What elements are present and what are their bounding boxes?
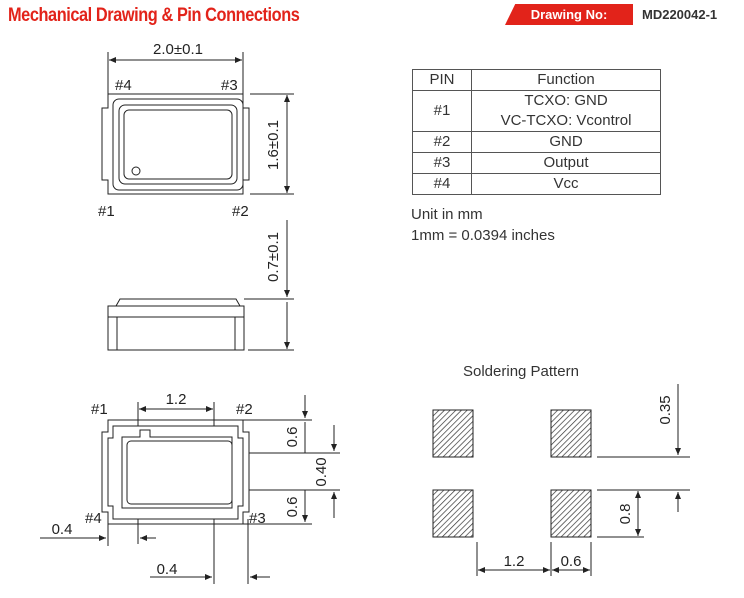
top-height-dim: 1.6±0.1 — [265, 120, 282, 170]
bottom-pin3-label: #3 — [249, 510, 266, 527]
bottom-edge-left-dim: 0.4 — [52, 521, 73, 538]
top-pin4-label: #4 — [115, 77, 132, 94]
bottom-edge-bottom-dim: 0.4 — [157, 561, 178, 578]
solder-gap-dim: 0.35 — [657, 395, 674, 424]
pin-cell: #1 — [412, 90, 472, 132]
function-cell: GND — [471, 131, 661, 153]
function-line: VC-TCXO: Vcontrol — [500, 112, 632, 129]
page-title: Mechanical Drawing & Pin Connections — [8, 5, 300, 26]
units-line: Unit in mm — [411, 206, 483, 223]
side-thickness-dim: 0.7±0.1 — [265, 232, 282, 282]
table-row: #3 Output — [412, 152, 661, 174]
conversion-line: 1mm = 0.0394 inches — [411, 227, 555, 244]
table-row: #1 TCXO: GND VC-TCXO: Vcontrol — [412, 90, 661, 132]
top-view — [101, 52, 294, 195]
function-cell: TCXO: GND VC-TCXO: Vcontrol — [471, 90, 661, 132]
soldering-pattern — [432, 384, 690, 576]
bottom-center-gap-dim: 0.40 — [313, 457, 330, 486]
solder-pad-spacing-dim: 1.2 — [504, 553, 525, 570]
bottom-pin2-label: #2 — [236, 401, 253, 418]
solder-pad-height-dim: 0.8 — [617, 504, 634, 525]
function-line: TCXO: GND — [524, 92, 608, 109]
function-cell: Output — [471, 152, 661, 174]
bottom-view — [40, 395, 340, 584]
table-row: #2 GND — [412, 131, 661, 153]
units-note: Unit in mm 1mm = 0.0394 inches — [411, 204, 555, 246]
drawing-number: MD220042-1 — [642, 7, 718, 22]
solder-pad — [432, 489, 474, 538]
table-row: #4 Vcc — [412, 173, 661, 195]
top-pin3-label: #3 — [221, 77, 238, 94]
solder-pad-width-dim: 0.6 — [561, 553, 582, 570]
top-pin1-label: #1 — [98, 203, 115, 220]
solder-pad — [550, 409, 592, 458]
bottom-pad-height-top-dim: 0.6 — [284, 427, 301, 448]
bottom-pin1-label: #1 — [91, 401, 108, 418]
pin-function-table: PIN Function #1 TCXO: GND VC-TCXO: Vcont… — [412, 69, 661, 195]
top-pin2-label: #2 — [232, 203, 249, 220]
bottom-pin4-label: #4 — [85, 510, 102, 527]
soldering-pattern-title: Soldering Pattern — [463, 363, 579, 380]
table-header: Function — [471, 69, 661, 91]
solder-pad — [550, 489, 592, 538]
side-view — [107, 220, 294, 351]
bottom-pad-spacing-dim: 1.2 — [166, 391, 187, 408]
function-cell: Vcc — [471, 173, 661, 195]
table-header: PIN — [412, 69, 472, 91]
solder-pad — [432, 409, 474, 458]
pin-cell: #2 — [412, 131, 472, 153]
table-header-row: PIN Function — [412, 69, 661, 91]
bottom-pad-height-bottom-dim: 0.6 — [284, 497, 301, 518]
top-width-dim: 2.0±0.1 — [153, 41, 203, 58]
pin-cell: #3 — [412, 152, 472, 174]
drawing-number-label: Drawing No: — [505, 4, 633, 25]
pin-cell: #4 — [412, 173, 472, 195]
